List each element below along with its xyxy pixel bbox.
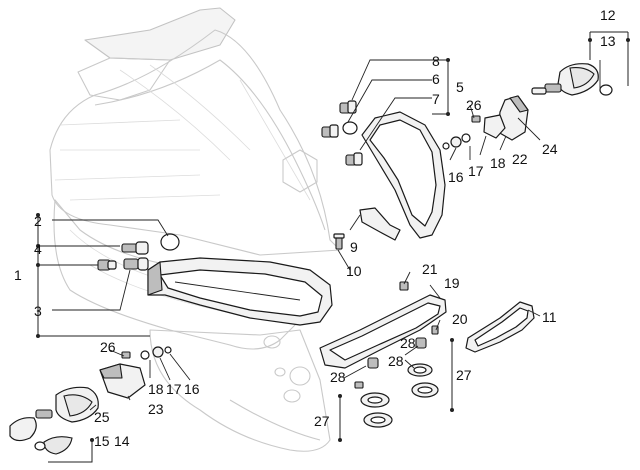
callout-3: 3 [34,303,42,319]
bulb-socket-8 [339,100,357,114]
callout-2: 2 [34,213,42,229]
callout-14: 14 [114,433,130,449]
callout-28-a: 28 [330,369,346,385]
callout-22: 22 [512,151,528,167]
bulb-2 [160,233,180,251]
bulb-socket-lower-left [97,259,117,271]
callout-11: 11 [542,309,557,325]
tail-light-assembly [147,257,333,326]
rear-light-housing-upper [321,100,446,250]
bulb-socket-lower [345,152,363,166]
callout-25: 25 [94,409,110,425]
callout-19: 19 [444,275,460,291]
callout-28-c: 28 [400,335,416,351]
callout-26-left: 26 [100,339,116,355]
bulb-socket-7 [321,124,339,138]
right-turn-signal-assembly [442,63,613,150]
callout-15: 15 [94,433,110,449]
callout-18-left: 18 [148,381,164,397]
bracket-group-27-right [450,338,454,412]
callout-20: 20 [452,311,468,327]
screw-10 [333,233,345,250]
reflector-11 [465,301,535,353]
callout-17-right: 17 [468,163,484,179]
callout-16-right: 16 [448,169,464,185]
callout-9: 9 [350,239,358,255]
callout-5: 5 [456,79,464,95]
callout-16-left: 16 [184,381,200,397]
callout-4: 4 [34,241,42,257]
callout-1: 1 [14,267,22,283]
bracket-group-12 [588,31,630,86]
callout-labels: 1 2 3 4 5 6 7 8 9 10 11 12 13 14 15 16 1… [14,7,616,449]
left-turn-signal-assembly [9,346,172,455]
callout-27-right: 27 [456,367,472,383]
bulb-socket-lower-right [123,257,149,271]
callout-8: 8 [432,53,440,69]
callout-6: 6 [432,71,440,87]
bulb-socket-upper [121,241,149,255]
callout-10: 10 [346,263,362,279]
license-plate-light [319,281,447,369]
callout-12: 12 [600,7,616,23]
callout-23: 23 [148,401,164,417]
bracket-group-1 [36,213,150,338]
callout-13: 13 [600,33,616,49]
mounting-plates-27-28 [354,337,439,428]
callout-27-left: 27 [314,413,330,429]
bulb-6 [342,121,358,135]
bracket-group-14 [48,438,94,463]
callout-17-left: 17 [166,381,182,397]
callout-18-right: 18 [490,155,506,171]
callout-26-right: 26 [466,97,482,113]
callout-28-b: 28 [388,353,404,369]
callout-21: 21 [422,261,438,277]
leader-lines [52,59,601,411]
callout-7: 7 [432,91,440,107]
callout-24: 24 [542,141,558,157]
scooter-body-outline [49,7,341,452]
bulbs-and-sockets-left [97,233,180,271]
bracket-group-27-left [338,394,342,442]
